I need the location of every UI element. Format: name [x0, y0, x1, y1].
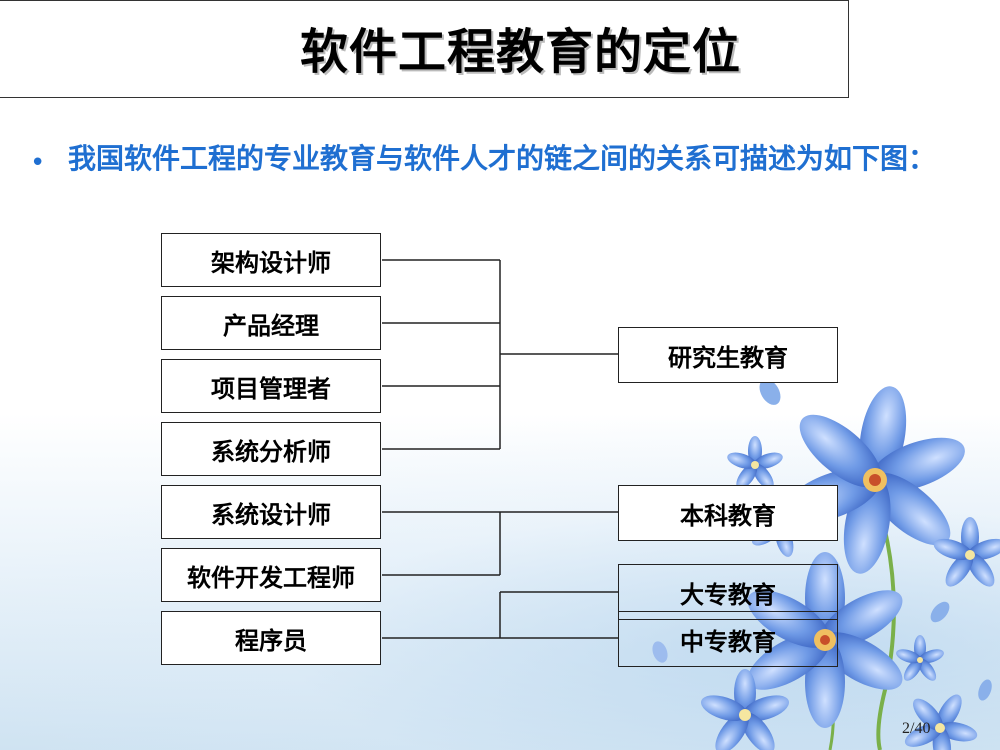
role-box-product-manager: 产品经理	[161, 296, 381, 350]
role-box-software-engineer: 软件开发工程师	[161, 548, 381, 602]
role-box-architect: 架构设计师	[161, 233, 381, 287]
page-number: 2/40	[902, 720, 931, 737]
role-label: 系统设计师	[211, 500, 331, 529]
role-label: 架构设计师	[211, 248, 331, 277]
education-label: 研究生教育	[668, 343, 788, 372]
role-box-system-analyst: 系统分析师	[161, 422, 381, 476]
slide-title: 软件工程教育的定位	[300, 24, 742, 80]
role-label: 产品经理	[223, 311, 319, 340]
edu-box-secondary: 中专教育	[618, 611, 838, 667]
education-label: 大专教育	[680, 580, 776, 609]
education-label: 本科教育	[680, 501, 776, 530]
role-box-programmer: 程序员	[161, 611, 381, 665]
role-label: 软件开发工程师	[187, 563, 355, 592]
edu-box-graduate: 研究生教育	[618, 327, 838, 383]
bullet-text: 我国软件工程的专业教育与软件人才的链之间的关系可描述为如下图：	[68, 142, 937, 175]
role-box-project-manager: 项目管理者	[161, 359, 381, 413]
role-label: 项目管理者	[211, 374, 331, 403]
role-label: 系统分析师	[211, 437, 331, 466]
bullet-marker: •	[30, 148, 46, 178]
edu-box-undergraduate: 本科教育	[618, 485, 838, 541]
title-frame	[0, 0, 849, 98]
edu-box-college: 大专教育	[618, 564, 838, 620]
education-label: 中专教育	[680, 627, 776, 656]
role-label: 程序员	[235, 626, 307, 655]
role-box-system-designer: 系统设计师	[161, 485, 381, 539]
